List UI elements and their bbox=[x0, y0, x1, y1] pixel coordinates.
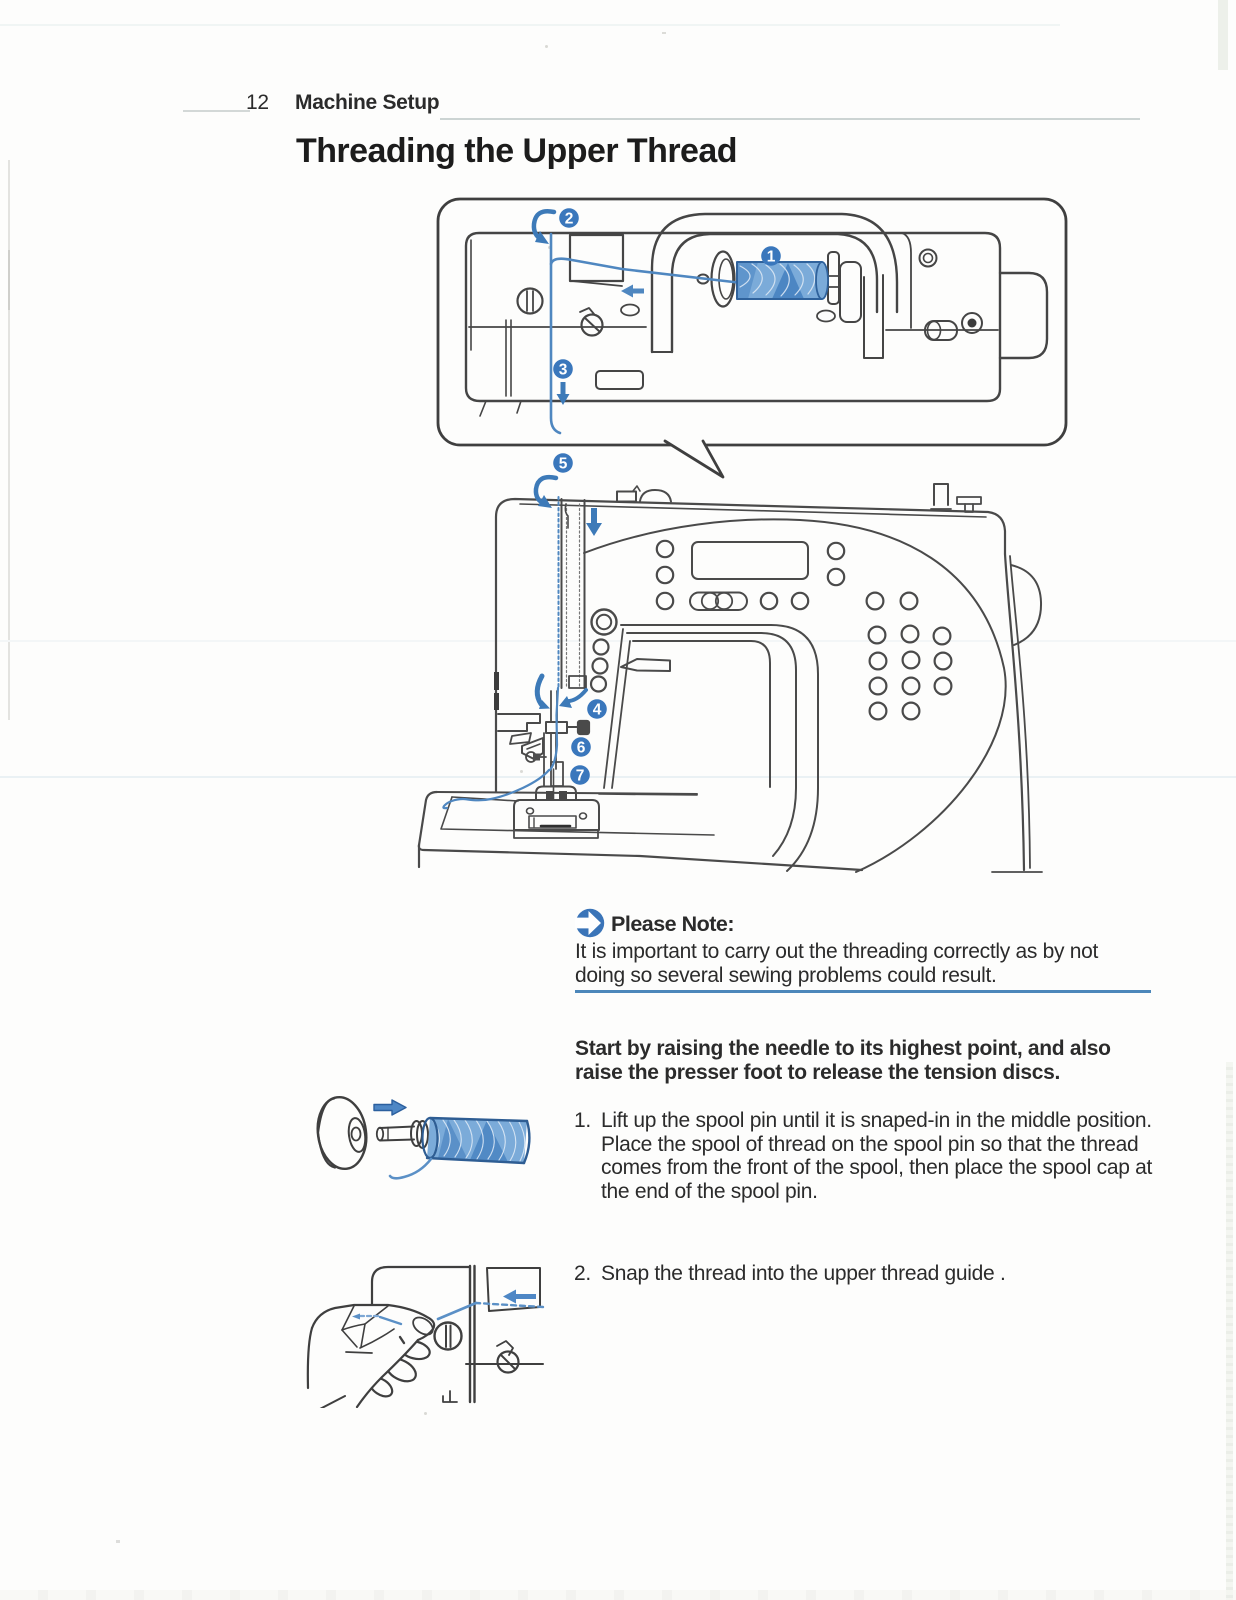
svg-text:2: 2 bbox=[565, 211, 574, 228]
svg-text:6: 6 bbox=[577, 740, 586, 757]
svg-text:7: 7 bbox=[576, 768, 585, 785]
svg-text:4: 4 bbox=[593, 702, 602, 719]
svg-text:5: 5 bbox=[559, 456, 568, 473]
svg-text:1: 1 bbox=[767, 249, 776, 266]
svg-text:3: 3 bbox=[559, 362, 568, 379]
